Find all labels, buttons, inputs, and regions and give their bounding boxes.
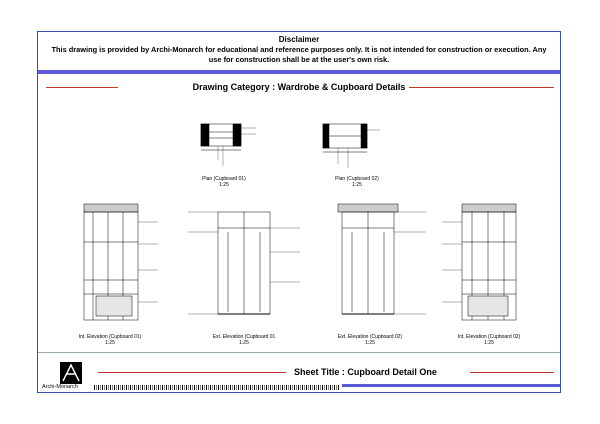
footer-band: [342, 384, 560, 387]
category-rule-right: [378, 87, 554, 88]
plan-cupboard-02: [322, 123, 380, 168]
sheet-title-row: Sheet Title : Cupboard Detail One: [38, 366, 560, 378]
ext-elevation-02: [337, 203, 426, 315]
technical-drawings: Plan (Cupboard 01) 1:25 Plan (Cupboard 0…: [79, 123, 521, 346]
drawing-sheet: Disclaimer This drawing is provided by A…: [37, 31, 561, 393]
archi-monarch-logo-icon: [60, 362, 82, 384]
footer-separator: [38, 352, 560, 353]
int-elevation-01-title: Int. Elevation (Cupboard 01): [79, 334, 142, 340]
ext-elevation-01-scale: 1:25: [239, 340, 249, 346]
plan-02-title: Plan (Cupboard 02): [335, 176, 379, 182]
decorative-barcode: [94, 385, 340, 390]
sheet-title-rule-left: [98, 372, 286, 373]
ext-elevation-01-title: Ext. Elevation (Cupboard 01: [213, 334, 276, 340]
int-elevation-02-scale: 1:25: [484, 340, 494, 346]
ext-elevation-02-title: Ext. Elevation (Cupboard 02): [338, 334, 403, 340]
ext-elevation-01: [188, 211, 300, 315]
plan-01-title: Plan (Cupboard 01): [202, 176, 246, 182]
drawing-category: Drawing Category : Wardrobe & Cupboard D…: [188, 82, 410, 92]
brand-row: Archi-Monarch: [38, 384, 560, 392]
plan-01-scale: 1:25: [219, 182, 229, 188]
header-band: [38, 70, 560, 74]
ext-elevation-02-scale: 1:25: [365, 340, 375, 346]
brand-name: Archi-Monarch: [42, 384, 78, 390]
plan-02-scale: 1:25: [352, 182, 362, 188]
sheet-title: Sheet Title : Cupboard Detail One: [290, 366, 441, 378]
plan-cupboard-01: [200, 123, 256, 166]
int-elevation-02: [442, 203, 517, 321]
int-elevation-01-scale: 1:25: [105, 340, 115, 346]
category-rule-left: [46, 87, 118, 88]
category-row: Drawing Category : Wardrobe & Cupboard D…: [38, 80, 560, 94]
disclaimer-title: Disclaimer: [278, 35, 320, 44]
disclaimer-text: This drawing is provided by Archi-Monarc…: [51, 45, 547, 64]
int-elevation-02-title: Int. Elevation (Cupboard 02): [458, 334, 521, 340]
int-elevation-01: [83, 203, 158, 321]
sheet-title-rule-right: [470, 372, 554, 373]
